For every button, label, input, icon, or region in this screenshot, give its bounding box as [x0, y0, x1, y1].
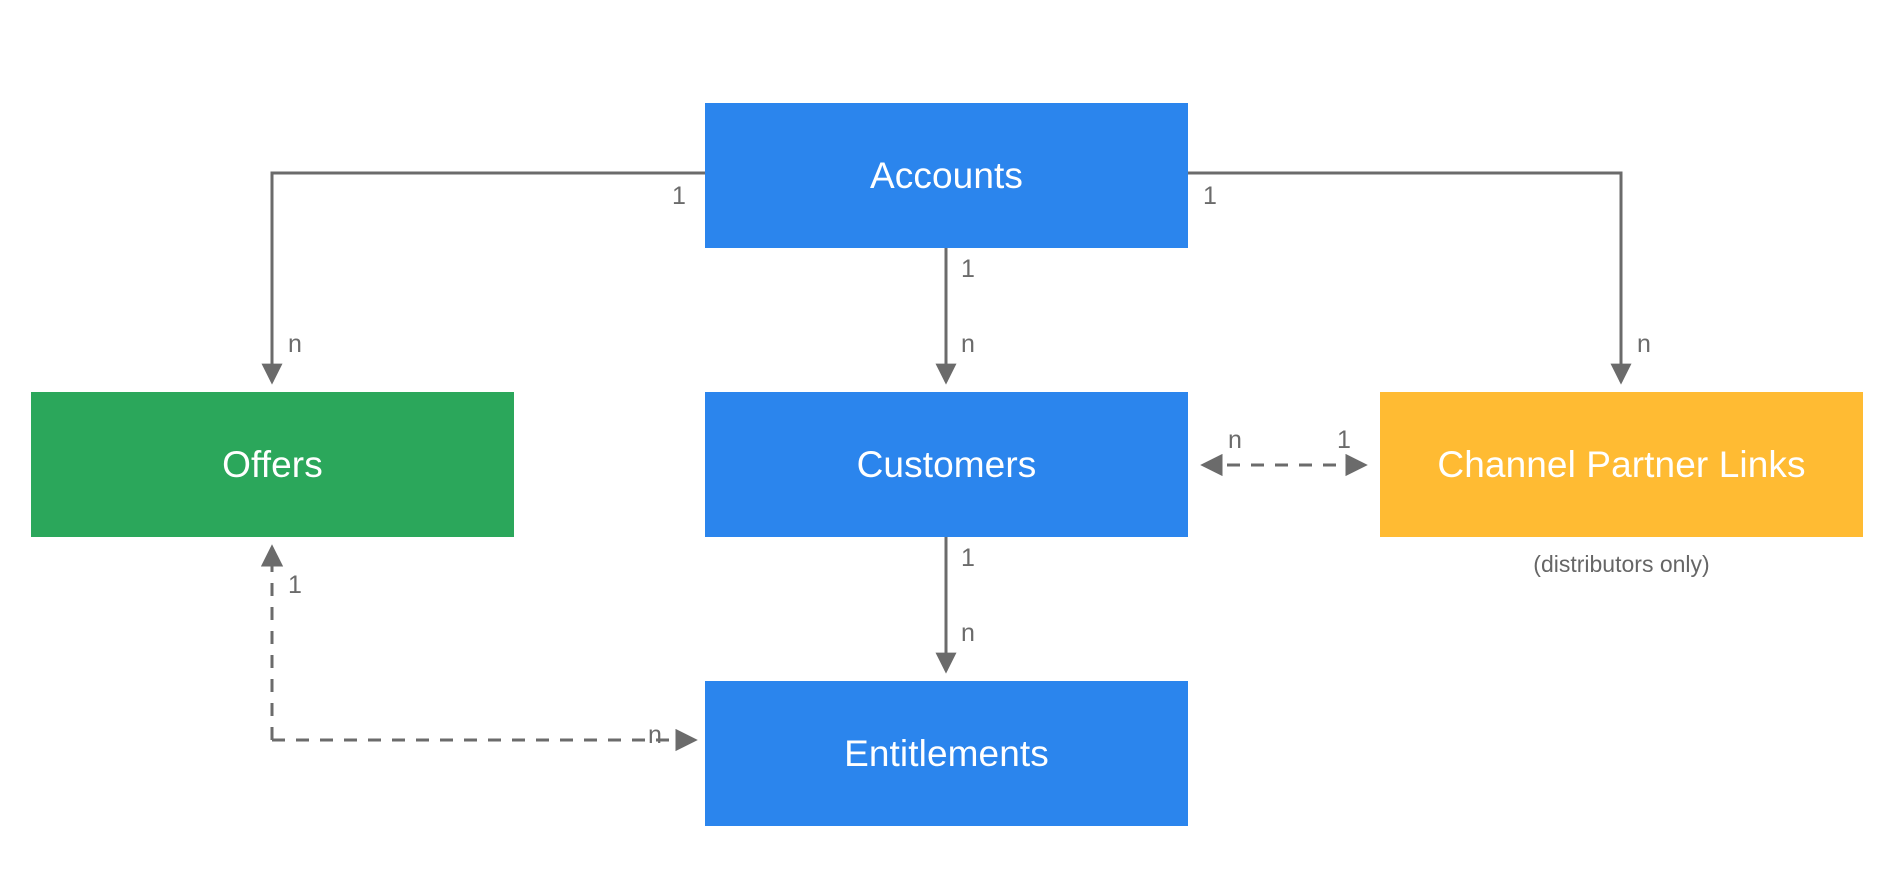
node-label-entitlements: Entitlements	[844, 733, 1049, 774]
edge-label-customers-entitlements-source: 1	[961, 544, 975, 572]
edge-label-accounts-offers-target: n	[288, 330, 302, 358]
edge-label-entitlements-offers-target: n	[648, 721, 662, 749]
edge-label-accounts-channel-partner-links-source: 1	[1203, 182, 1217, 210]
edge-label-accounts-channel-partner-links-target: n	[1637, 330, 1651, 358]
node-channel-partner-links[interactable]: Channel Partner Links	[1380, 392, 1863, 537]
edge-label-entitlements-offers-source: 1	[288, 571, 302, 599]
node-label-offers: Offers	[222, 444, 323, 485]
edge-label-customers-entitlements-target: n	[961, 619, 975, 647]
node-note-channel-partner-links: (distributors only)	[1533, 551, 1710, 577]
edge-accounts-offers	[261, 171, 705, 385]
edge-accounts-channel-partner-links	[1188, 171, 1632, 385]
node-label-channel-partner-links: Channel Partner Links	[1437, 444, 1806, 485]
node-offers[interactable]: Offers	[31, 392, 514, 537]
edge-label-accounts-customers-target: n	[961, 330, 975, 358]
edge-label-accounts-customers-source: 1	[961, 255, 975, 283]
node-label-customers: Customers	[856, 444, 1037, 485]
edge-label-accounts-offers-source: 1	[672, 182, 686, 210]
node-accounts[interactable]: Accounts	[705, 103, 1188, 248]
edge-label-customers-channel-partner-links-source: n	[1228, 426, 1242, 454]
edge-label-customers-channel-partner-links-target: 1	[1337, 426, 1351, 454]
node-customers[interactable]: Customers	[705, 392, 1188, 537]
node-entitlements[interactable]: Entitlements	[705, 681, 1188, 826]
node-label-accounts: Accounts	[870, 155, 1023, 196]
